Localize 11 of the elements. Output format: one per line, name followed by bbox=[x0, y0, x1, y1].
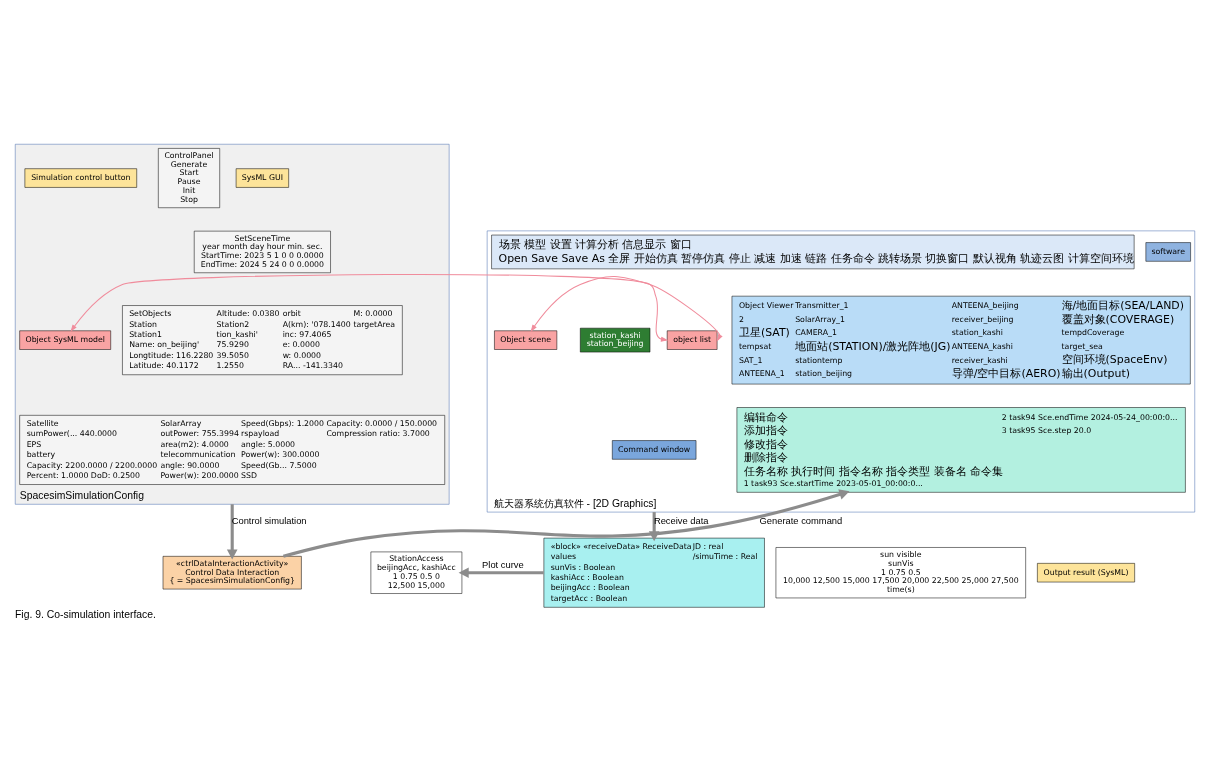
arrow bbox=[70, 274, 669, 342]
arrow bbox=[458, 567, 544, 578]
edge-label: Receive data bbox=[653, 515, 709, 526]
arrow bbox=[282, 489, 850, 558]
arrow bbox=[530, 275, 723, 342]
edge-label: Plot curve bbox=[482, 560, 524, 571]
arrow bbox=[226, 504, 238, 560]
node-box: 场景 模型 设置 计算分析 信息显示 窗口 Open Save Save As 全屏 开始仿真 暂停仿真 停止 减速 加速 链路 任务命令 跳转场景 切换窗口 默认视角 轨迹云图 计算空间环境 bbox=[491, 234, 1135, 270]
caption: Fig. 9. Co-simulation interface. bbox=[15, 608, 156, 620]
edge-label: Generate command bbox=[759, 515, 843, 526]
edge-label: Control simulation bbox=[231, 515, 307, 526]
